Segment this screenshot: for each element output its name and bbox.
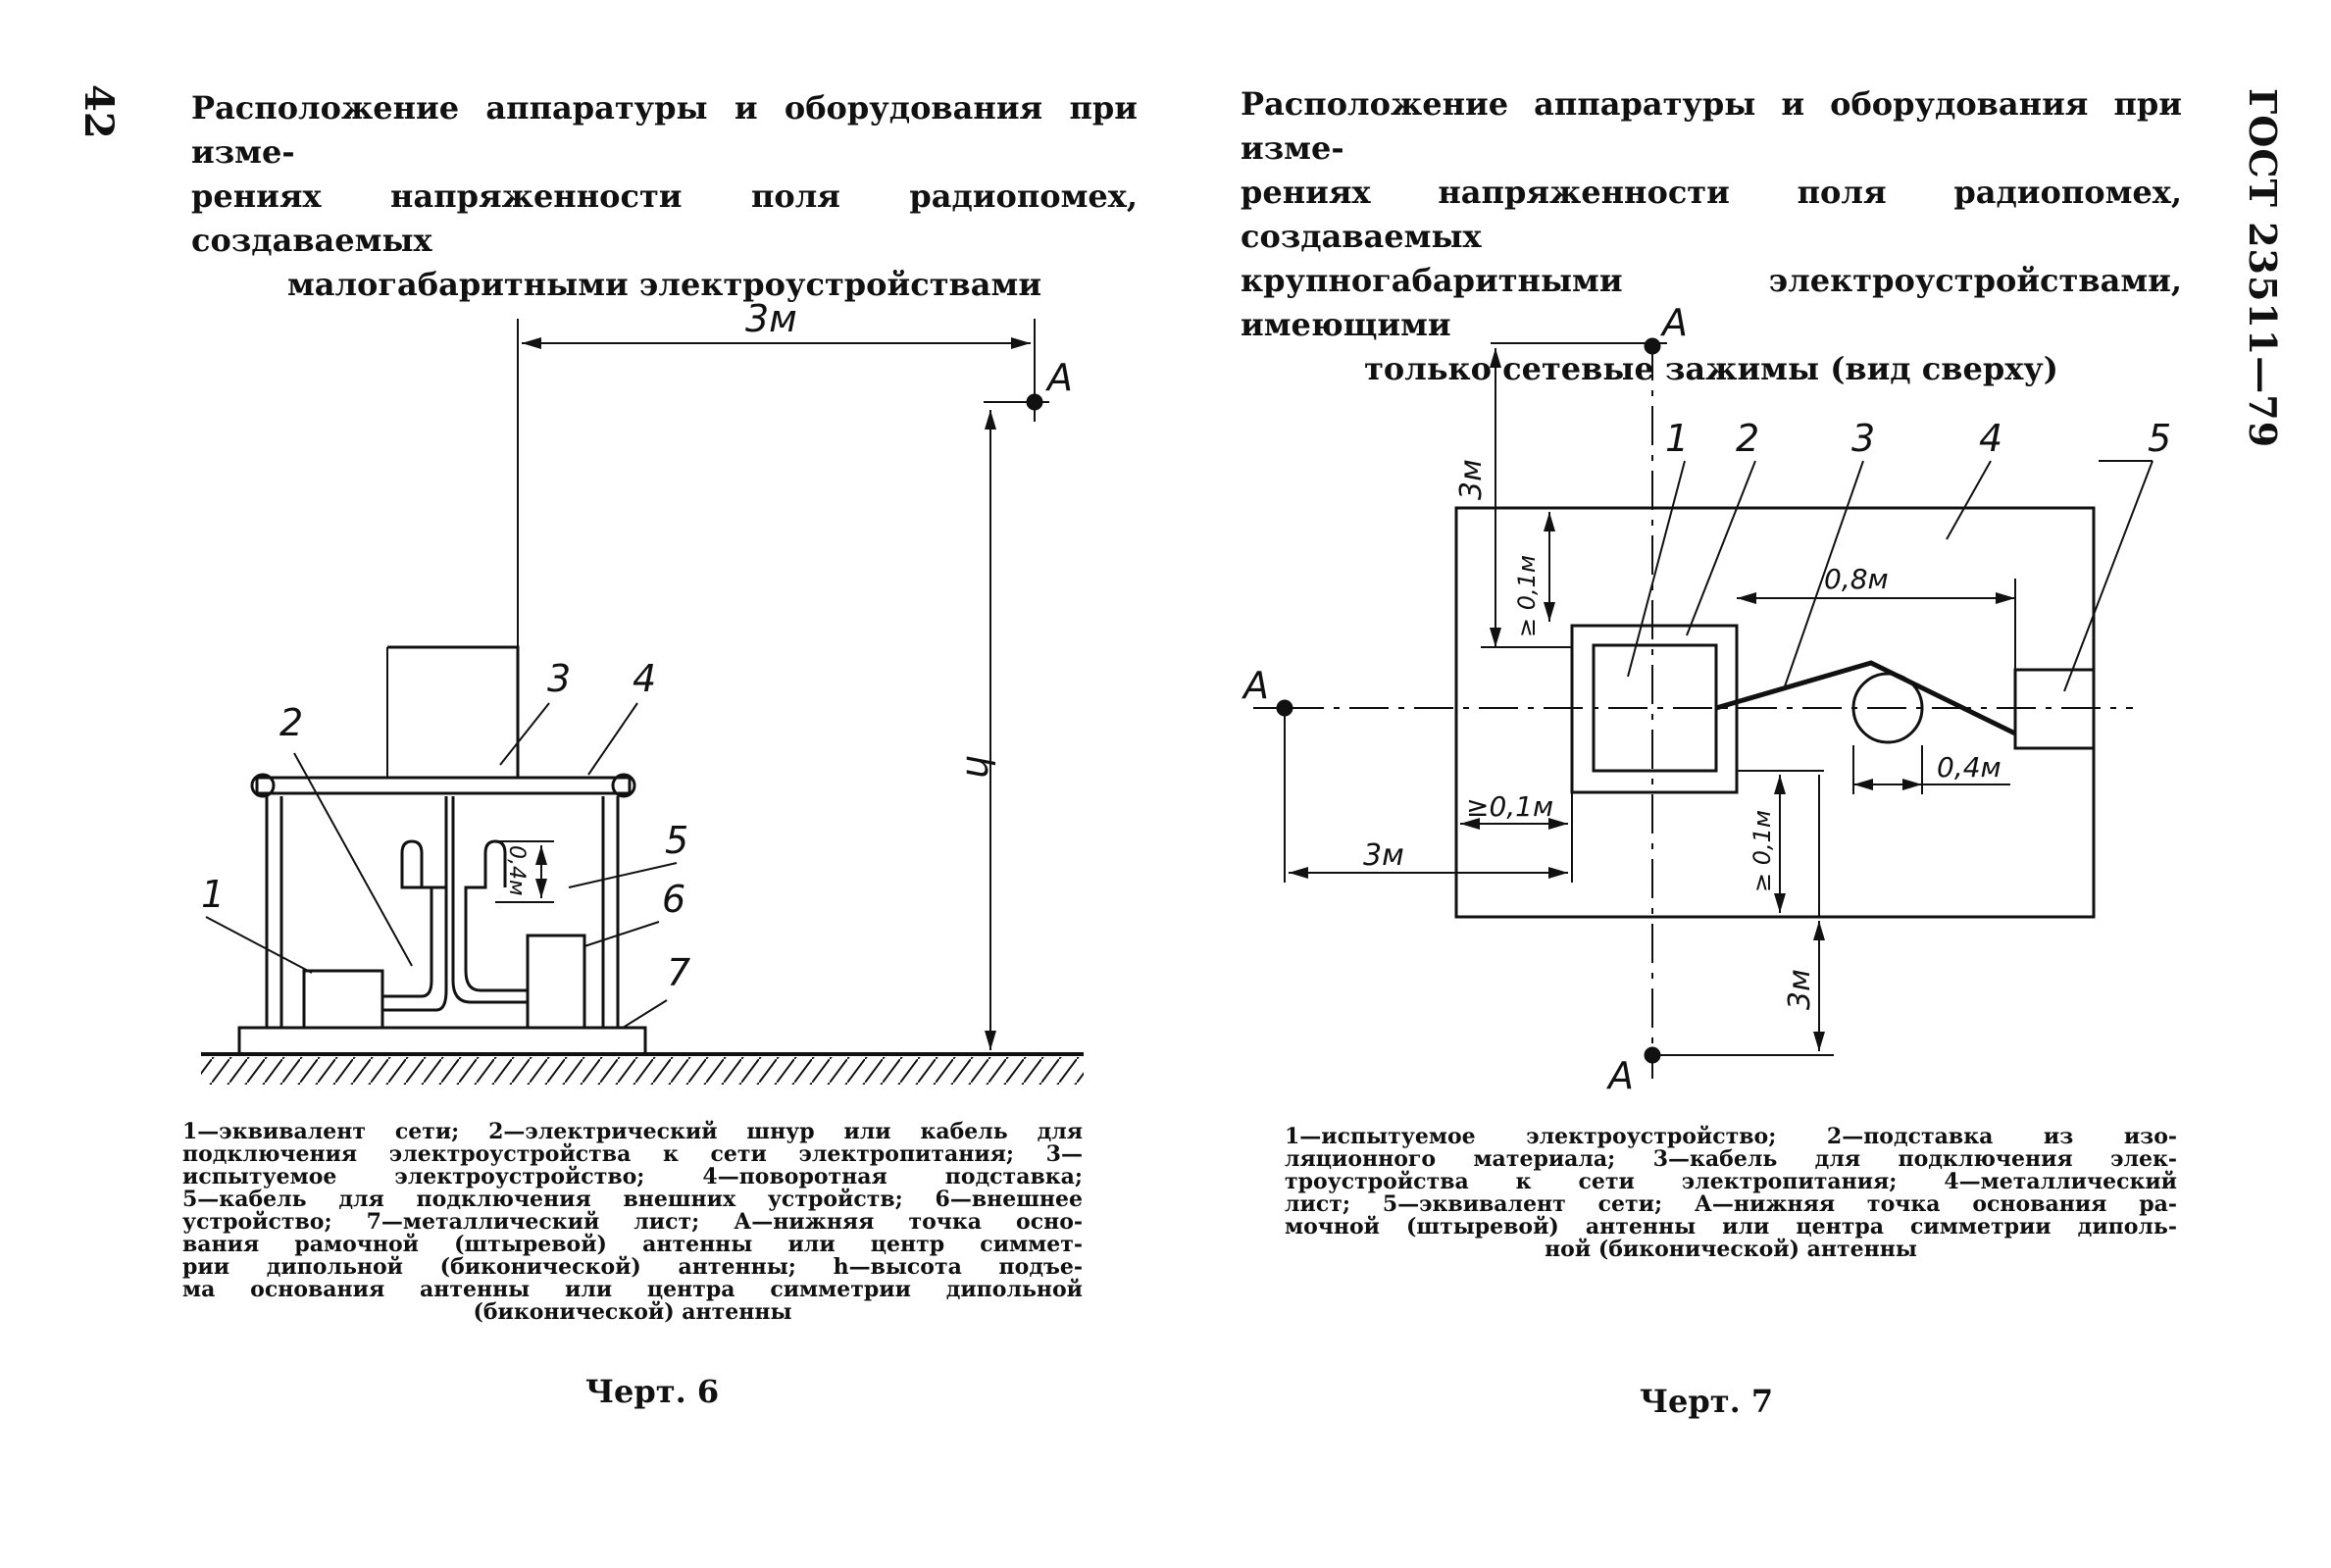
r-label-2: 2	[1736, 417, 1759, 460]
left-caption-line: (биконической) антенны	[473, 1299, 792, 1325]
r-label-3: 3	[1851, 417, 1875, 460]
left-caption-line: устройство; 7—металлический лист; А—нижн…	[182, 1209, 1083, 1235]
right-caption-line: ной (биконической) антенны	[1545, 1237, 1917, 1262]
right-title: Расположение аппаратуры и оборудования п…	[1241, 82, 2182, 391]
loop-0-4m-label: 0,4м	[504, 845, 529, 896]
dim-0-1m-mid: ≥ 0,1м	[1748, 810, 1776, 892]
left-title-line: Расположение аппаратуры и оборудования п…	[191, 89, 1138, 171]
a-bottom-label: A	[1605, 1054, 1634, 1097]
right-caption-line: лист; 5—эквивалент сети; А—нижняя точка …	[1285, 1191, 2177, 1217]
label-6: 6	[662, 878, 685, 921]
right-caption-line: мочной (штыревой) антенны или центра сим…	[1285, 1214, 2177, 1239]
left-caption-line: 1—эквивалент сети; 2—электрический шнур …	[182, 1119, 1083, 1144]
left-caption-line: рии дипольной (биконической) антенны; h—…	[182, 1254, 1083, 1280]
right-caption: 1—испытуемое электроустройство; 2—подста…	[1285, 1126, 2177, 1261]
distance-3m-label: 3м	[745, 297, 797, 340]
dim-0-8m: 0,8м	[1824, 563, 1889, 595]
r-label-4: 4	[1979, 417, 2002, 460]
right-title-line: Расположение аппаратуры и оборудования п…	[1241, 85, 2182, 167]
right-title-line: рениях напряженности поля радиопомех, со…	[1241, 174, 2182, 255]
a-top-label: A	[1659, 301, 1688, 344]
point-a-label: A	[1044, 356, 1073, 399]
r-label-5: 5	[2148, 417, 2171, 460]
dim-3m-top: 3м	[1454, 459, 1489, 500]
r-label-1: 1	[1665, 417, 1689, 460]
label-1: 1	[201, 873, 225, 916]
right-caption-line: ляционного материала; 3—кабель для подкл…	[1285, 1146, 2177, 1172]
label-4: 4	[633, 657, 656, 700]
figure-7-drawing: 1 2 3 4 5 A A A 3м ≥ 0,1м 0,8м 0,4м ≥0,1…	[1241, 301, 2171, 1097]
left-title: Расположение аппаратуры и оборудования п…	[191, 86, 1138, 307]
right-caption-line: троустройства к сети электропитания; 4—м…	[1285, 1169, 2177, 1194]
right-title-line: только сетевые зажимы (вид сверху)	[1364, 350, 2058, 387]
left-caption: 1—эквивалент сети; 2—электрический шнур …	[182, 1121, 1083, 1324]
figure-6-label: Черт. 6	[584, 1373, 720, 1410]
left-caption-line: испытуемое электроустройство; 4—поворотн…	[182, 1164, 1083, 1189]
left-caption-line: ма основания антенны или центра симметри…	[182, 1277, 1083, 1302]
left-caption-line: вания рамочной (штыревой) антенны или це…	[182, 1232, 1083, 1257]
label-2: 2	[279, 701, 303, 744]
label-7: 7	[667, 951, 690, 994]
right-caption-line: 1—испытуемое электроустройство; 2—подста…	[1285, 1124, 2177, 1149]
dim-3m-bottom: 3м	[1783, 969, 1817, 1010]
label-3: 3	[547, 657, 571, 700]
dim-0-1m-left: ≥0,1м	[1466, 790, 1553, 823]
left-caption-line: 5—кабель для подключения внешних устройс…	[182, 1187, 1083, 1212]
right-title-line: крупногабаритными электроустройствами, и…	[1241, 262, 2182, 343]
a-left-label: A	[1241, 664, 1269, 707]
dim-0-4m: 0,4м	[1937, 751, 2002, 784]
dim-3m-left: 3м	[1363, 838, 1404, 873]
figure-7-label: Черт. 7	[1639, 1383, 1774, 1420]
label-5: 5	[665, 819, 688, 862]
height-h-label: h	[958, 755, 1001, 779]
left-title-line: малогабаритными электроустройствами	[286, 266, 1042, 303]
left-caption-line: подключения электроустройства к сети эле…	[182, 1141, 1083, 1167]
dim-0-1m-top: ≥ 0,1м	[1513, 555, 1541, 637]
figure-6-drawing: 3 4 2 1 5 6 7 3м A h 0,4м	[201, 297, 1084, 1085]
left-title-line: рениях напряженности поля радиопомех, со…	[191, 177, 1138, 259]
